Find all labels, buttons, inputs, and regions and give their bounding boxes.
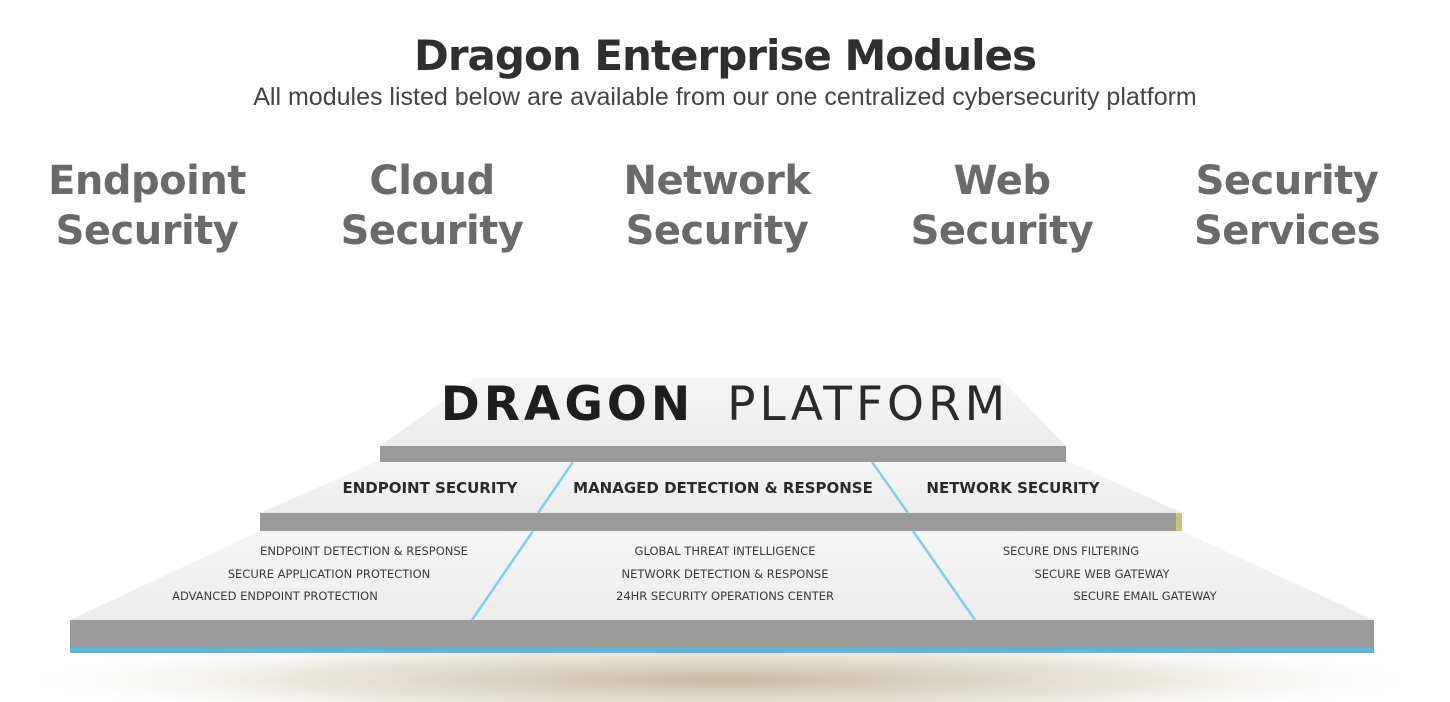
tier3-item: SECURE DNS FILTERING: [1003, 544, 1139, 558]
module-line-2: Services: [1193, 208, 1381, 254]
page-subtitle: All modules listed below are available f…: [253, 83, 1197, 111]
tier2-label-endpoint: ENDPOINT SECURITY: [342, 479, 518, 497]
tier2-label-network: NETWORK SECURITY: [926, 479, 1100, 497]
module-line-1: Network: [623, 158, 812, 204]
module-line-2: Security: [625, 208, 809, 254]
module-list: Endpoint Security Cloud Security Network…: [0, 156, 1450, 266]
module-line-1: Web: [953, 158, 1051, 204]
module-line-2: Security: [55, 208, 239, 254]
tier2-top: [260, 460, 1182, 513]
divider-line: [536, 461, 575, 514]
module-network-security[interactable]: Network Security: [587, 156, 847, 256]
tier1-top: [380, 378, 1066, 446]
dragon-platform-diagram: DRAGON PLATFORM ENDPOINT SECURITY MANAGE…: [2, 377, 1442, 702]
tier1-edge: [380, 446, 1066, 462]
tier2-edge: [260, 513, 1182, 531]
platform-brand: DRAGON PLATFORM: [441, 377, 1009, 432]
page-title: Dragon Enterprise Modules: [413, 31, 1037, 80]
tier2-label-mdr: MANAGED DETECTION & RESPONSE: [573, 479, 873, 497]
module-line-1: Cloud: [369, 158, 495, 204]
module-cloud-security[interactable]: Cloud Security: [302, 156, 562, 256]
tier3-item: 24HR SECURITY OPERATIONS CENTER: [616, 589, 834, 603]
tier3-item: ENDPOINT DETECTION & RESPONSE: [260, 544, 468, 558]
page-header: Dragon Enterprise Modules All modules li…: [0, 28, 1450, 112]
tier3-edge: [70, 620, 1374, 650]
divider-line: [470, 530, 535, 621]
divider-line: [911, 530, 977, 621]
tier3-item: GLOBAL THREAT INTELLIGENCE: [635, 544, 816, 558]
tier3-item: SECURE WEB GATEWAY: [1034, 567, 1170, 581]
module-line-2: Security: [340, 208, 524, 254]
module-line-1: Security: [1195, 158, 1379, 204]
tier3-top: [70, 530, 1374, 620]
tier2-accent: [1176, 513, 1182, 531]
brand-light: PLATFORM: [727, 377, 1009, 432]
module-line-2: Security: [910, 208, 1094, 254]
tier3-item: NETWORK DETECTION & RESPONSE: [621, 567, 828, 581]
tier3-item: ADVANCED ENDPOINT PROTECTION: [172, 589, 378, 603]
brand-bold: DRAGON: [441, 377, 694, 432]
module-endpoint-security[interactable]: Endpoint Security: [17, 156, 277, 256]
module-line-1: Endpoint: [48, 158, 246, 204]
module-security-services[interactable]: Security Services: [1157, 156, 1417, 256]
module-web-security[interactable]: Web Security: [872, 156, 1132, 256]
divider-line: [870, 461, 910, 514]
tier3-item: SECURE APPLICATION PROTECTION: [228, 567, 431, 581]
tier3-item: SECURE EMAIL GATEWAY: [1073, 589, 1217, 603]
tier3-accent: [70, 648, 1374, 653]
